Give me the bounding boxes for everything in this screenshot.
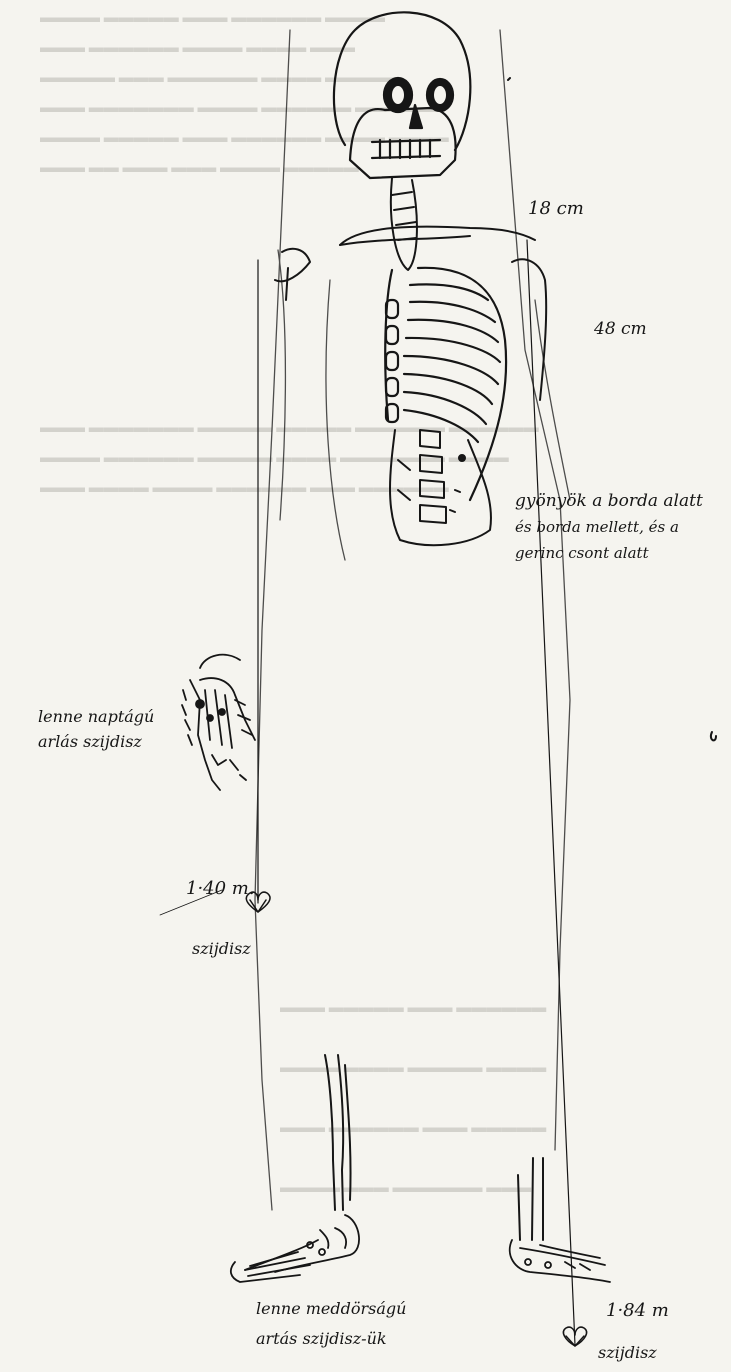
- left-height-label: 1·40 m.: [186, 878, 255, 900]
- foot-note-line: lenne meddörságú: [256, 1298, 406, 1320]
- hand-note-line: lenne naptágú: [38, 706, 154, 728]
- right-foot-bones: [510, 1240, 610, 1282]
- kidney-note-line: gyönyök a borda alatt: [515, 490, 703, 512]
- arm-length-label: 48 cm: [594, 318, 647, 340]
- spine-icon: [391, 178, 417, 270]
- kidney-note-line: gerinc csont alatt: [515, 542, 649, 564]
- right-marker-label: szijdisz: [598, 1342, 657, 1364]
- foot-bones-icon: [231, 1215, 359, 1282]
- hand-bones-icon: [182, 655, 255, 790]
- left-marker-label: szijdisz: [192, 938, 251, 960]
- hand-note-line: arlás szijdisz: [38, 731, 142, 753]
- shoulder-width-label: 18 cm: [528, 198, 584, 220]
- leg-bones: [325, 1055, 543, 1240]
- kidney-marker: [459, 455, 465, 461]
- foot-note-line: artás szijdisz-ük: [256, 1328, 387, 1350]
- heart-marker-icon: [246, 892, 586, 1346]
- measurement-lines: [160, 240, 575, 1345]
- kidney-note-line: és borda mellett, és a: [515, 516, 679, 538]
- right-height-label: 1·84 m: [606, 1300, 669, 1322]
- skull-icon: [334, 12, 470, 178]
